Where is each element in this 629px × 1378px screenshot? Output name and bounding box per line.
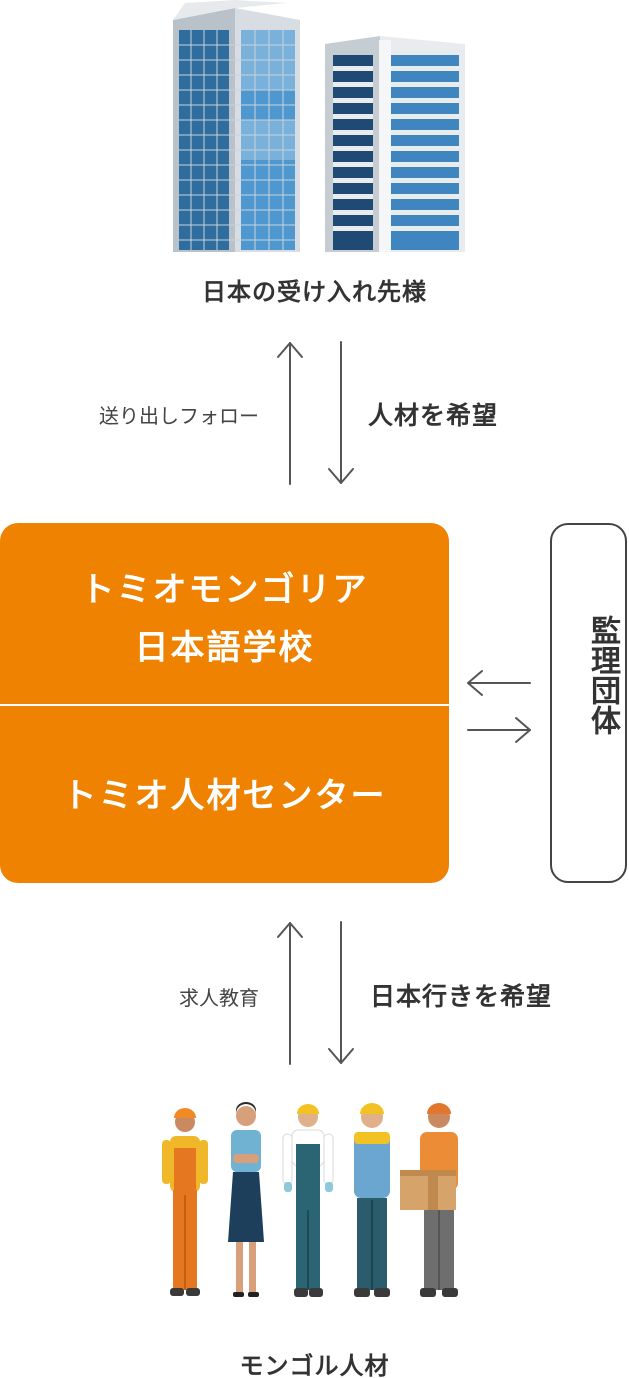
arrow-up-icon [277, 342, 303, 485]
talent-center-name: トミオ人材センター [62, 776, 387, 816]
receiving-companies-caption: 日本の受け入れ先様 [202, 278, 427, 306]
arrow-right-icon [467, 717, 531, 743]
arrow-down-icon [328, 341, 354, 484]
request-talent-label: 人材を希望 [368, 401, 499, 430]
arrow-up-icon [277, 922, 303, 1065]
arrow-left-icon [467, 670, 531, 696]
workers-group-illustration [162, 1102, 458, 1297]
dispatch-follow-label: 送り出しフォロー [99, 404, 259, 428]
recruitment-education-label: 求人教育 [179, 986, 259, 1010]
arrow-down-icon [328, 921, 354, 1064]
supervising-body-box: 監理団体 [550, 523, 627, 883]
office-buildings-illustration [173, 0, 465, 252]
supervising-body-label: 監理団体 [585, 615, 620, 735]
school-name-line1: トミオモンゴリア [80, 570, 369, 610]
school-center-box [0, 523, 449, 883]
school-name-line2: 日本語学校 [134, 628, 315, 668]
wish-to-go-japan-label: 日本行きを希望 [370, 982, 553, 1011]
mongolian-talent-caption: モンゴル人材 [239, 1352, 390, 1378]
school-box-divider [0, 704, 449, 706]
